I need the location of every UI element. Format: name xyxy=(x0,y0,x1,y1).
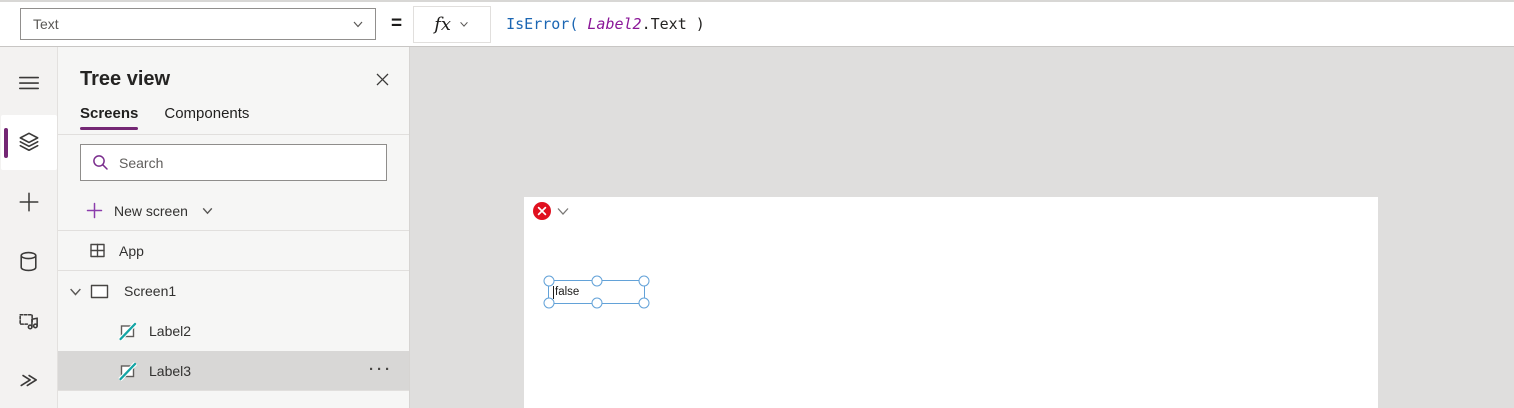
insert-nav-button[interactable] xyxy=(1,174,57,230)
label-control-icon xyxy=(118,361,138,381)
tree-view-panel: Tree view Screens Components New xyxy=(58,47,410,408)
error-chevron-down-icon[interactable] xyxy=(555,205,571,218)
tree-item-label: Screen1 xyxy=(124,283,177,299)
tree-item-label3[interactable]: Label3 ··· xyxy=(58,351,409,391)
close-icon xyxy=(374,71,391,88)
media-icon xyxy=(16,308,41,333)
label-control-text: false xyxy=(555,286,580,298)
plus-icon xyxy=(15,188,43,216)
tab-components[interactable]: Components xyxy=(164,105,250,122)
label-control-icon xyxy=(118,321,138,341)
resize-handle-top-left[interactable] xyxy=(543,275,555,287)
tab-screens[interactable]: Screens xyxy=(80,105,139,134)
advanced-tools-nav-button[interactable] xyxy=(1,353,57,408)
equals-sign: = xyxy=(391,13,403,34)
tree-item-screen1[interactable]: Screen1 xyxy=(58,271,409,311)
tree-view-nav-button[interactable] xyxy=(0,114,57,170)
tree-view-layers-icon xyxy=(16,129,42,155)
close-panel-button[interactable] xyxy=(374,71,391,88)
advanced-tools-icon xyxy=(15,367,42,394)
formula-rest: .Text ) xyxy=(641,15,705,33)
more-options-button[interactable]: ··· xyxy=(369,360,393,378)
property-selector[interactable]: Text xyxy=(20,8,376,40)
plus-icon xyxy=(85,201,104,220)
formula-bar: Text = fx IsError( Label2.Text ) xyxy=(0,0,1514,47)
app-screen-canvas[interactable]: false xyxy=(524,197,1378,408)
resize-handle-bottom-left[interactable] xyxy=(543,297,555,309)
data-nav-button[interactable] xyxy=(1,234,57,290)
resize-handle-top-right[interactable] xyxy=(638,275,650,287)
formula-entity: Label2 xyxy=(587,15,642,33)
property-selector-value: Text xyxy=(33,16,59,32)
fx-icon: fx xyxy=(434,13,452,35)
panel-title: Tree view xyxy=(80,67,171,90)
resize-handle-top-center[interactable] xyxy=(591,275,602,287)
tree-item-label: Label3 xyxy=(149,362,192,379)
tree-view-header: Tree view xyxy=(58,47,409,97)
new-screen-label: New screen xyxy=(114,202,188,219)
formula-input[interactable]: IsError( Label2.Text ) xyxy=(506,15,1514,33)
error-badge[interactable] xyxy=(533,202,551,220)
new-screen-button[interactable]: New screen xyxy=(58,191,409,231)
tree-item-label: App xyxy=(119,242,144,259)
fx-dropdown[interactable]: fx xyxy=(413,5,492,43)
database-icon xyxy=(16,249,41,274)
tree-view-tabs: Screens Components xyxy=(58,97,409,135)
chevron-down-icon xyxy=(200,203,215,218)
search-box xyxy=(80,144,387,181)
text-cursor xyxy=(553,286,554,299)
tree-item-label: Label2 xyxy=(149,323,192,339)
app-icon xyxy=(88,241,107,260)
chevron-down-icon[interactable] xyxy=(67,283,84,300)
main-area: Tree view Screens Components New xyxy=(0,47,1514,408)
tree-item-label2[interactable]: Label2 xyxy=(58,311,409,351)
error-x-icon xyxy=(537,206,547,216)
left-navigation-rail xyxy=(0,47,58,408)
search-icon xyxy=(91,153,110,172)
hamburger-menu-icon xyxy=(16,70,42,96)
selected-label-control[interactable]: false xyxy=(543,275,650,309)
design-canvas-area: false xyxy=(410,47,1514,408)
chevron-down-icon xyxy=(458,18,470,30)
chevron-down-icon xyxy=(351,17,365,31)
resize-handle-bottom-right[interactable] xyxy=(638,297,650,309)
search-input[interactable] xyxy=(119,154,386,171)
formula-function: IsError( xyxy=(506,15,588,33)
media-nav-button[interactable] xyxy=(1,293,57,349)
menu-button[interactable] xyxy=(1,55,57,111)
tree-item-app[interactable]: App xyxy=(58,231,409,271)
screen-icon xyxy=(89,282,110,301)
search-area xyxy=(58,135,409,191)
resize-handle-bottom-center[interactable] xyxy=(591,297,602,309)
